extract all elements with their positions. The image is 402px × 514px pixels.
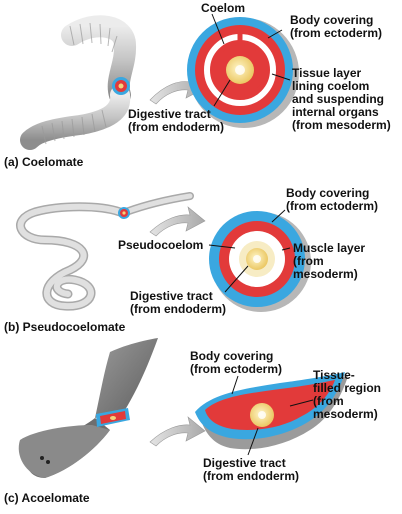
label-muscle-layer: Muscle layer (from mesoderm)	[293, 241, 366, 281]
caption-coelomate: (a) Coelomate	[4, 155, 84, 169]
label-pseudocoelom: Pseudocoelom	[118, 238, 204, 252]
arrow-c	[149, 416, 206, 447]
caption-pseudocoelomate: (b) Pseudocoelomate	[4, 320, 126, 334]
label-coelom: Coelom	[201, 1, 246, 15]
label-tissue-filled-region: Tissue- filled region (from mesoderm)	[313, 368, 382, 421]
caption-acoelomate: (c) Acoelomate	[4, 491, 90, 505]
label-body-covering-a: Body covering (from ectoderm)	[290, 13, 383, 40]
label-digestive-tract-a: Digestive tract (from endoderm)	[128, 107, 224, 134]
label-digestive-tract-c: Digestive tract (from endoderm)	[203, 456, 299, 483]
label-digestive-tract-b: Digestive tract (from endoderm)	[130, 289, 226, 316]
coelomate-cross-section	[187, 17, 299, 128]
panel-a-coelomate	[20, 15, 299, 150]
label-body-covering-b: Body covering (from ectoderm)	[286, 186, 379, 213]
panel-c-acoelomate	[18, 338, 348, 478]
arrow-b	[149, 206, 206, 237]
label-body-covering-c: Body covering (from ectoderm)	[190, 349, 283, 376]
flatworm-illustration	[18, 338, 158, 478]
acoelomate-cross-section	[195, 372, 348, 450]
label-tissue-layer: Tissue layer lining coelom and suspendin…	[292, 66, 391, 132]
leader-lines	[208, 13, 314, 456]
earthworm-illustration	[20, 15, 137, 150]
roundworm-illustration	[16, 192, 194, 311]
